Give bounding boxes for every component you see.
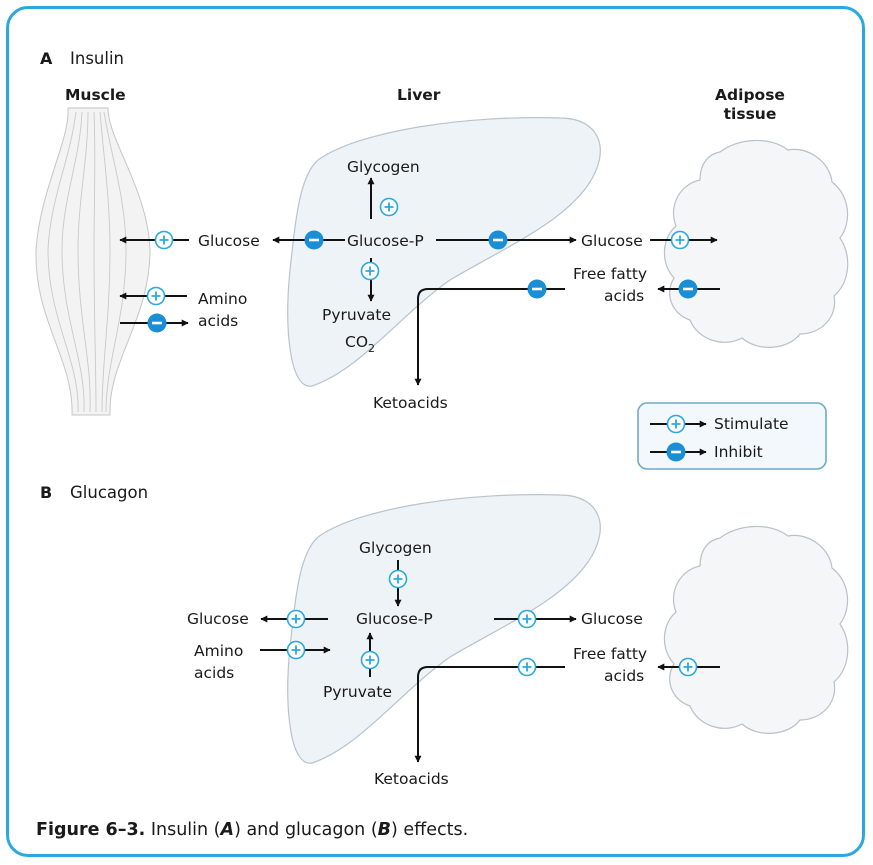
glycogen-label-b: Glycogen — [359, 539, 432, 557]
muscle-heading: Muscle — [65, 86, 126, 104]
liver-heading: Liver — [397, 86, 441, 104]
arrow-ffa-to-ketoacids-a — [414, 288, 565, 386]
amino-label-b-line2: acids — [194, 664, 234, 682]
section-b-letter: B — [40, 483, 52, 502]
glucose-right-label-b: Glucose — [581, 610, 643, 628]
stimulate-icon — [286, 609, 306, 629]
inhibit-icon — [146, 312, 168, 334]
legend-stimulate-label: Stimulate — [714, 415, 789, 433]
stimulate-icon — [286, 640, 306, 660]
amino-label-a-line1: Amino — [198, 290, 247, 308]
legend-stimulate-icon — [666, 414, 686, 434]
co2-label-a: CO2 — [345, 333, 375, 355]
arrow-ffa-to-ketoacids-b — [414, 666, 565, 763]
liver-shape-b — [287, 494, 601, 764]
ffa-label-b-line2: acids — [604, 667, 644, 685]
glucose-left-label-b: Glucose — [187, 610, 249, 628]
pyruvate-label-b: Pyruvate — [323, 683, 392, 701]
pyruvate-label-a: Pyruvate — [322, 306, 391, 324]
stimulate-icon — [360, 650, 380, 670]
amino-label-a-line2: acids — [198, 312, 238, 330]
stimulate-icon — [360, 261, 380, 281]
section-b-title: Glucagon — [70, 483, 148, 502]
ketoacids-label-b: Ketoacids — [374, 770, 449, 788]
stimulate-icon — [154, 230, 174, 250]
stimulate-icon — [517, 609, 537, 629]
glucose-p-label-b: Glucose-P — [356, 610, 433, 628]
inhibit-icon — [487, 229, 509, 251]
ffa-label-a-line1: Free fatty — [573, 265, 647, 283]
stimulate-icon — [379, 197, 399, 217]
ffa-label-a-line2: acids — [604, 287, 644, 305]
glucose-p-label-a: Glucose-P — [347, 232, 424, 250]
inhibit-icon — [526, 278, 548, 300]
stimulate-icon — [388, 569, 408, 589]
section-a-title: Insulin — [70, 49, 124, 68]
muscle-illustration — [35, 107, 151, 416]
ketoacids-label-a: Ketoacids — [373, 394, 448, 412]
figure-caption: Figure 6–3. Insulin (A) and glucagon (B)… — [36, 820, 468, 840]
adipose-heading-line1: Adipose — [715, 86, 785, 104]
stimulate-icon — [517, 657, 537, 677]
glucose-left-label-a: Glucose — [198, 232, 260, 250]
amino-label-b-line1: Amino — [194, 642, 243, 660]
stimulate-icon — [670, 230, 690, 250]
liver-shape-a — [287, 117, 601, 387]
inhibit-icon — [303, 229, 325, 251]
stimulate-icon — [678, 657, 698, 677]
legend-inhibit-icon — [665, 441, 687, 463]
ffa-label-b-line1: Free fatty — [573, 645, 647, 663]
section-a-letter: A — [40, 49, 53, 68]
legend: Stimulate Inhibit — [637, 402, 827, 470]
glycogen-label-a: Glycogen — [347, 158, 420, 176]
glucose-right-label-a: Glucose — [581, 232, 643, 250]
adipose-heading-line2: tissue — [724, 105, 777, 123]
adipose-cloud-a — [663, 139, 849, 348]
legend-inhibit-label: Inhibit — [714, 443, 763, 461]
adipose-cloud-b — [663, 525, 849, 734]
inhibit-icon — [677, 278, 699, 300]
stimulate-icon — [146, 286, 166, 306]
